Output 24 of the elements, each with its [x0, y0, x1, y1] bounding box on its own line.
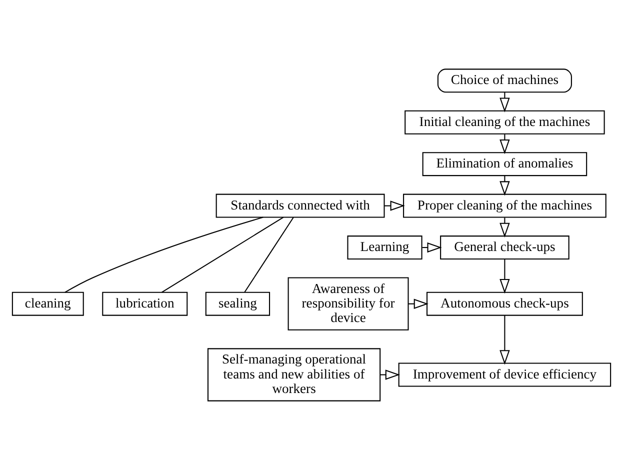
node-box: Choice of machines — [437, 68, 572, 93]
node-box: Learning — [347, 236, 422, 260]
node-box: Proper cleaning of the machines — [403, 194, 606, 218]
node-box: Awareness of responsibility for device — [288, 277, 409, 330]
node-box: lubrication — [102, 292, 188, 316]
arrow — [380, 370, 400, 380]
connector — [162, 216, 284, 293]
connector — [64, 216, 264, 293]
arrow — [500, 315, 510, 365]
arrow — [500, 218, 510, 238]
node-box: sealing — [205, 292, 270, 316]
arrow — [408, 298, 428, 309]
node-box: Improvement of device efficiency — [398, 362, 612, 387]
node-box: Elimination of anomalies — [422, 152, 588, 176]
node-box: Initial cleaning of the machines — [404, 110, 605, 134]
node-box: cleaning — [12, 292, 84, 316]
node-box: Autonomous check-ups — [426, 292, 583, 316]
arrow — [500, 134, 510, 154]
connector — [244, 217, 294, 292]
node-box: Self-managing operational teams and new abilities of workers — [207, 348, 381, 402]
node-box: General check-ups — [440, 236, 570, 260]
node-box: Standards connected with — [216, 194, 385, 218]
arrow — [500, 259, 510, 294]
arrow — [384, 200, 405, 211]
